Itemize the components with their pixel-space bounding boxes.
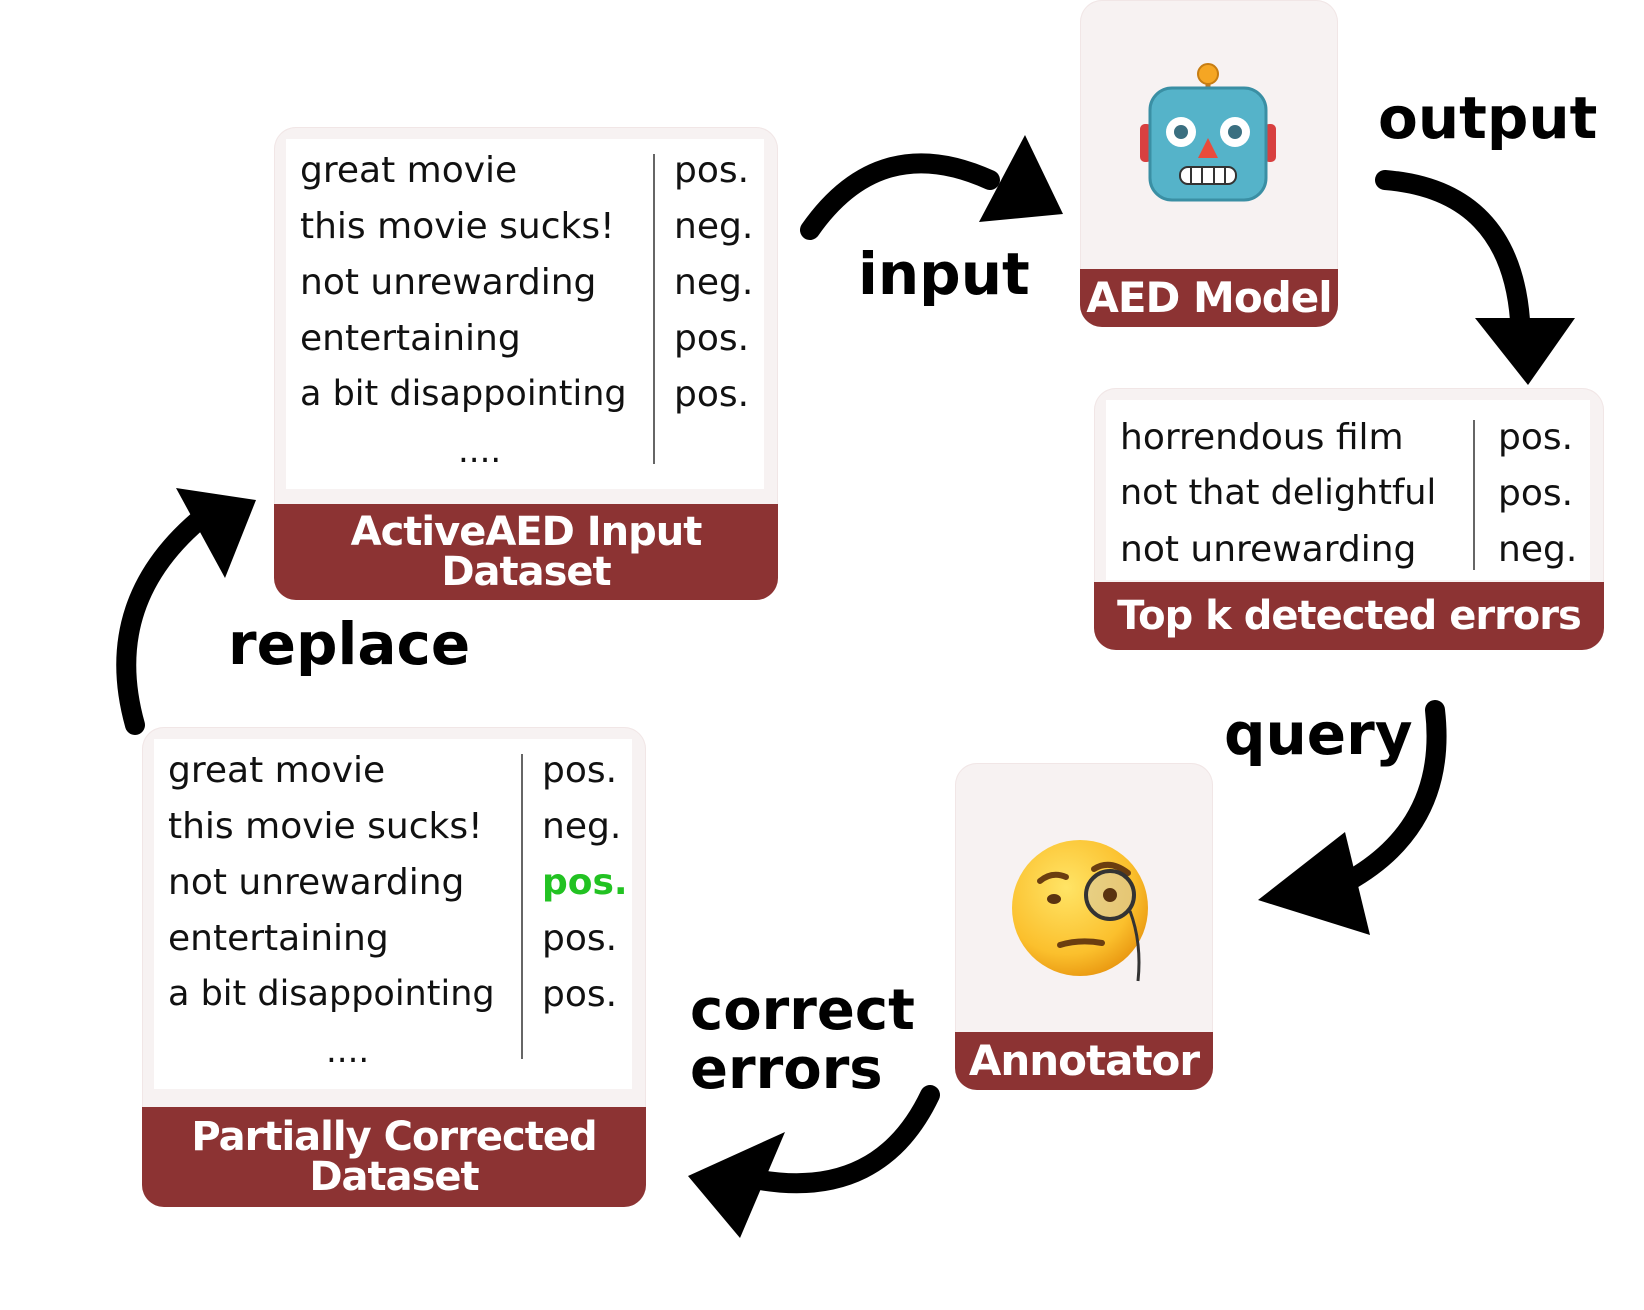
input-row-text: entertaining [300,318,521,359]
detected-errors-title: Top k detected errors [1094,582,1604,650]
aed-model-card: AED Model [1080,0,1338,327]
input-row-label: neg. [674,262,754,303]
detected-errors-table: horrendous film pos. not that delightful… [1106,400,1590,580]
error-row-text: horrendous film [1120,417,1404,458]
error-row-label: pos. [1498,417,1574,458]
output-label: output [1378,84,1598,152]
corrected-row-label: neg. [542,806,622,847]
input-dataset-table: great movie pos. this movie sucks! neg. … [286,139,764,489]
input-row-text: a bit disappointing [300,374,627,414]
corrected-dataset-table: great movie pos. this movie sucks! neg. … [154,739,632,1089]
robot-face-icon [1138,60,1278,210]
correct-arrow-shaft [750,1085,940,1194]
input-row-text: this movie sucks! [300,206,615,247]
corrected-row-text: not unrewarding [168,862,465,903]
corrected-row-label-fixed: pos. [542,862,628,903]
replace-arrowhead [176,488,256,578]
corrected-row-label: pos. [542,918,618,959]
corrected-row-text: entertaining [168,918,389,959]
input-row-label: neg. [674,206,754,247]
corrected-dataset-title: Partially Corrected Dataset [142,1107,646,1207]
input-arrow-shaft [800,153,1000,240]
input-ellipsis: .... [458,431,502,471]
query-arrowhead [1258,832,1370,935]
replace-label: replace [228,610,471,678]
error-row-label: pos. [1498,473,1574,514]
input-dataset-title: ActiveAED Input Dataset [274,504,778,600]
aed-model-title: AED Model [1080,269,1338,327]
input-row-text: not unrewarding [300,262,597,303]
input-row-text: great movie [300,150,518,191]
detected-errors-card: horrendous film pos. not that delightful… [1094,388,1604,650]
input-arrowhead [979,135,1063,222]
output-arrow-shaft [1375,170,1530,330]
corrected-row-text: great movie [168,750,386,791]
corrected-ellipsis: .... [326,1031,370,1071]
annotator-card: Annotator [955,763,1213,1090]
input-dataset-divider [653,154,655,464]
output-arrowhead [1475,318,1575,385]
correct-arrowhead [688,1132,785,1238]
correct-errors-label: correct errors [690,978,915,1102]
input-label: input [858,240,1030,308]
corrected-dataset-divider [521,754,523,1059]
input-row-label: pos. [674,150,750,191]
corrected-row-text: a bit disappointing [168,974,495,1014]
input-row-label: pos. [674,318,750,359]
monocle-face-icon [1010,833,1160,983]
corrected-row-text: this movie sucks! [168,806,483,847]
input-row-label: pos. [674,374,750,415]
corrected-row-label: pos. [542,974,618,1015]
error-row-label: neg. [1498,529,1578,570]
query-label: query [1224,700,1413,768]
replace-arrow-shaft [116,505,215,735]
error-row-text: not unrewarding [1120,529,1417,570]
input-dataset-card: great movie pos. this movie sucks! neg. … [274,127,778,600]
error-row-text: not that delightful [1120,473,1437,513]
annotator-title: Annotator [955,1032,1213,1090]
corrected-dataset-card: great movie pos. this movie sucks! neg. … [142,727,646,1207]
errors-divider [1473,420,1475,570]
corrected-row-label: pos. [542,750,618,791]
